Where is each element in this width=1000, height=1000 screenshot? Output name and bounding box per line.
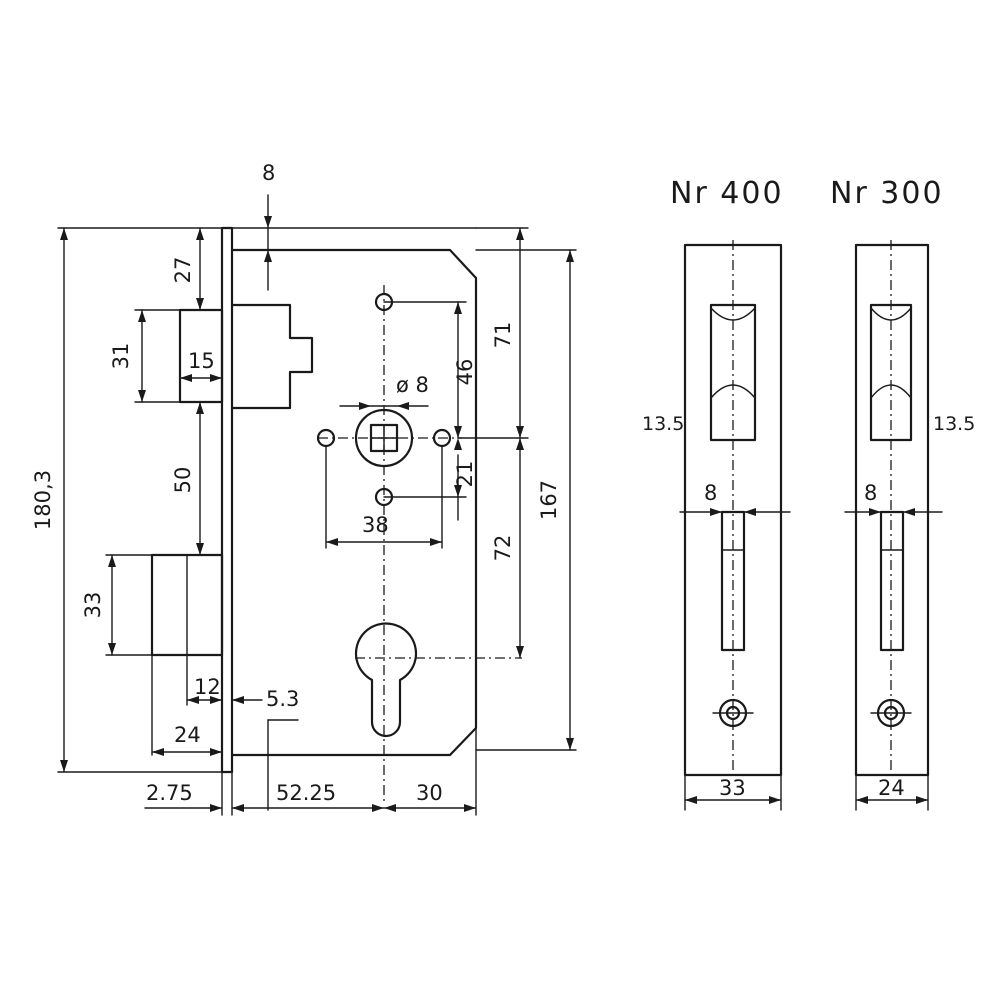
nr300-faceplate-view: Nr 300 13.5 8 24 — [830, 176, 975, 811]
faceplate — [220, 226, 234, 774]
dim-46: 46 — [453, 359, 477, 386]
profile-cylinder-cutout — [354, 622, 418, 738]
dim-71: 71 — [491, 322, 515, 349]
dim-27: 27 — [171, 257, 195, 284]
nr300-dim-24: 24 — [878, 776, 905, 800]
dim-52-25: 52.25 — [276, 781, 336, 805]
nr300-dim-13-5: 13.5 — [933, 413, 975, 435]
dim-2-75: 2.75 — [146, 781, 193, 805]
lock-case-outline — [230, 248, 478, 757]
nr400-latch-curve-mid — [710, 384, 756, 399]
dim-167: 167 — [537, 480, 561, 520]
nr300-deadbolt-opening — [879, 510, 905, 652]
dim-180-3: 180,3 — [31, 470, 55, 530]
dim-12: 12 — [194, 675, 221, 699]
main-view-dimensions — [57, 194, 577, 816]
dim-50: 50 — [171, 467, 195, 494]
nr400-dim-13-5: 13.5 — [642, 413, 684, 435]
nr300-dim-8: 8 — [864, 481, 877, 505]
lock-body-side-view — [150, 226, 522, 805]
nr400-dim-8: 8 — [704, 481, 717, 505]
latch-mechanism — [230, 303, 314, 410]
dim-dia-8: ø 8 — [396, 373, 429, 397]
nr300-latch-curve-mid — [870, 384, 912, 399]
dim-31: 31 — [109, 343, 133, 370]
dim-15: 15 — [188, 349, 215, 373]
nr300-title: Nr 300 — [830, 176, 944, 211]
nr400-faceplate-view: Nr 400 13.5 8 33 — [642, 176, 791, 811]
nr400-title: Nr 400 — [670, 176, 784, 211]
dim-5-3: 5.3 — [266, 687, 299, 711]
dim-21: 21 — [453, 461, 477, 488]
nr300-latch-curve-top — [870, 307, 912, 321]
nr400-latch-opening — [709, 303, 757, 442]
dim-24-left: 24 — [174, 723, 201, 747]
nr300-latch-opening — [869, 303, 913, 442]
nr400-latch-curve-top — [710, 307, 756, 321]
main-view-labels: 8 27 31 15 50 33 12 24 5.3 180,3 2.75 52… — [31, 161, 561, 805]
latch-bolt — [178, 308, 224, 404]
nr400-dim-33: 33 — [719, 776, 746, 800]
dim-30: 30 — [416, 781, 443, 805]
dim-8-top: 8 — [262, 161, 275, 185]
dim-33-left: 33 — [81, 592, 105, 619]
nr300-faceplate — [854, 243, 930, 777]
dim-38: 38 — [362, 513, 389, 537]
dim-72: 72 — [491, 535, 515, 562]
